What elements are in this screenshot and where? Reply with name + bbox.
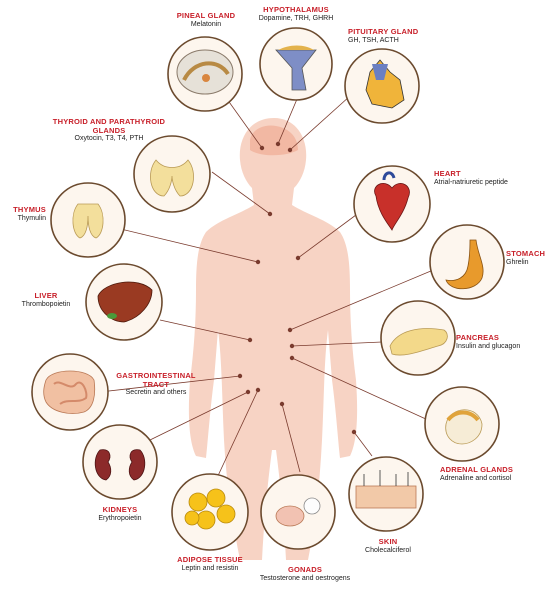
skin-label: SKIN Cholecalciferol bbox=[350, 538, 426, 555]
skin-hormones: Cholecalciferol bbox=[350, 547, 426, 555]
adrenal-glands-hormones: Adrenaline and cortisol bbox=[440, 475, 520, 483]
heart-illustration bbox=[354, 166, 430, 242]
adipose-tissue-illustration bbox=[172, 474, 248, 550]
thyroid-hormones: Oxytocin, T3, T4, PTH bbox=[50, 135, 168, 143]
kidneys-title: KIDNEYS bbox=[82, 506, 158, 515]
thymus-hormones: Thymulin bbox=[2, 215, 46, 223]
thyroid-illustration bbox=[134, 136, 210, 212]
adipose-tissue-label: ADIPOSE TISSUE Leptin and resistin bbox=[160, 556, 260, 573]
heart-label: HEART Atrial-natriuretic peptide bbox=[434, 170, 514, 187]
gonads-hormones: Testosterone and oestrogens bbox=[250, 575, 360, 583]
pancreas-label: PANCREAS Insulin and glucagon bbox=[456, 334, 546, 351]
thyroid-label: THYROID AND PARATHYROID GLANDS Oxytocin,… bbox=[50, 118, 168, 143]
gonads-title: GONADS bbox=[250, 566, 360, 575]
gastrointestinal-tract-hormones: Secretin and others bbox=[108, 389, 204, 397]
stomach-title: STOMACH bbox=[506, 250, 548, 259]
pineal-gland-illustration bbox=[168, 37, 242, 111]
pancreas-title: PANCREAS bbox=[456, 334, 546, 343]
gastrointestinal-tract-label: GASTROINTESTINAL TRACT Secretin and othe… bbox=[108, 372, 204, 397]
kidneys-hormones: Erythropoietin bbox=[82, 515, 158, 523]
liver-hormones: Thrombopoietin bbox=[10, 301, 82, 309]
thymus-title: THYMUS bbox=[2, 206, 46, 215]
pineal-gland-hormones: Melatonin bbox=[166, 21, 246, 29]
pineal-gland-label: PINEAL GLAND Melatonin bbox=[166, 12, 246, 29]
adipose-tissue-hormones: Leptin and resistin bbox=[160, 565, 260, 573]
hypothalamus-hormones: Dopamine, TRH, GHRH bbox=[246, 15, 346, 23]
adrenal-glands-label: ADRENAL GLANDS Adrenaline and cortisol bbox=[440, 466, 520, 483]
thymus-illustration bbox=[51, 183, 125, 257]
stomach-label: STOMACH Ghrelin bbox=[506, 250, 548, 267]
adrenal-glands-title: ADRENAL GLANDS bbox=[440, 466, 520, 475]
liver-illustration bbox=[86, 264, 162, 340]
gonads-label: GONADS Testosterone and oestrogens bbox=[250, 566, 360, 583]
hypothalamus-illustration bbox=[260, 28, 332, 100]
adrenal-glands-illustration bbox=[425, 387, 499, 461]
stomach-illustration bbox=[430, 225, 504, 299]
heart-hormones: Atrial-natriuretic peptide bbox=[434, 179, 514, 187]
pancreas-illustration bbox=[381, 301, 455, 375]
skin-illustration bbox=[349, 457, 423, 531]
pituitary-gland-title: PITUITARY GLAND bbox=[348, 28, 428, 37]
hypothalamus-title: HYPOTHALAMUS bbox=[246, 6, 346, 15]
gastrointestinal-tract-title: GASTROINTESTINAL TRACT bbox=[108, 372, 204, 389]
gastrointestinal-tract-illustration bbox=[32, 354, 108, 430]
pituitary-gland-hormones: GH, TSH, ACTH bbox=[348, 37, 428, 45]
stomach-hormones: Ghrelin bbox=[506, 259, 548, 267]
adipose-tissue-title: ADIPOSE TISSUE bbox=[160, 556, 260, 565]
kidneys-label: KIDNEYS Erythropoietin bbox=[82, 506, 158, 523]
pituitary-gland-label: PITUITARY GLAND GH, TSH, ACTH bbox=[348, 28, 428, 45]
gonads-illustration bbox=[261, 475, 335, 549]
thyroid-title: THYROID AND PARATHYROID GLANDS bbox=[50, 118, 168, 135]
skin-title: SKIN bbox=[350, 538, 426, 547]
liver-label: LIVER Thrombopoietin bbox=[10, 292, 82, 309]
heart-title: HEART bbox=[434, 170, 514, 179]
pancreas-hormones: Insulin and glucagon bbox=[456, 343, 546, 351]
thymus-label: THYMUS Thymulin bbox=[2, 206, 46, 223]
kidneys-illustration bbox=[83, 425, 157, 499]
hypothalamus-label: HYPOTHALAMUS Dopamine, TRH, GHRH bbox=[246, 6, 346, 23]
liver-title: LIVER bbox=[10, 292, 82, 301]
pineal-gland-title: PINEAL GLAND bbox=[166, 12, 246, 21]
pituitary-gland-illustration bbox=[345, 49, 419, 123]
